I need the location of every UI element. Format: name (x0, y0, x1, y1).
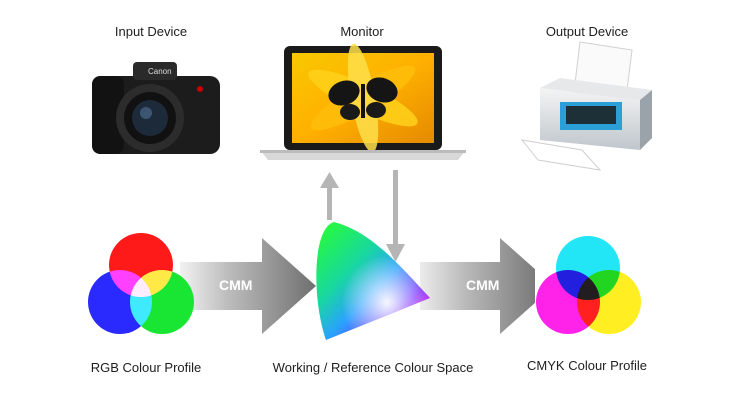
cmyk-profile-label: CMYK Colour Profile (527, 358, 647, 373)
rgb-circles-icon (88, 233, 194, 334)
monitor-label: Monitor (340, 24, 384, 39)
cmm-arrow-right (420, 238, 554, 334)
printer-icon (520, 41, 652, 171)
down-arrow (386, 170, 405, 262)
cmm-label-left: CMM (219, 277, 252, 293)
input-device-label: Input Device (114, 24, 188, 39)
output-device-label: Output Device (545, 24, 629, 39)
svg-text:Canon: Canon (148, 67, 172, 76)
laptop-monitor-icon (260, 43, 466, 160)
rgb-profile-label: RGB Colour Profile (90, 360, 202, 375)
gamut-diagram-icon (316, 222, 430, 340)
cmm-arrow-left (180, 238, 316, 334)
up-arrow (320, 172, 339, 220)
cmm-label-right: CMM (466, 277, 499, 293)
camera-icon: Canon (92, 62, 220, 154)
working-space-label: Working / Reference Colour Space (272, 360, 474, 375)
cmyk-circles-icon (535, 225, 645, 340)
